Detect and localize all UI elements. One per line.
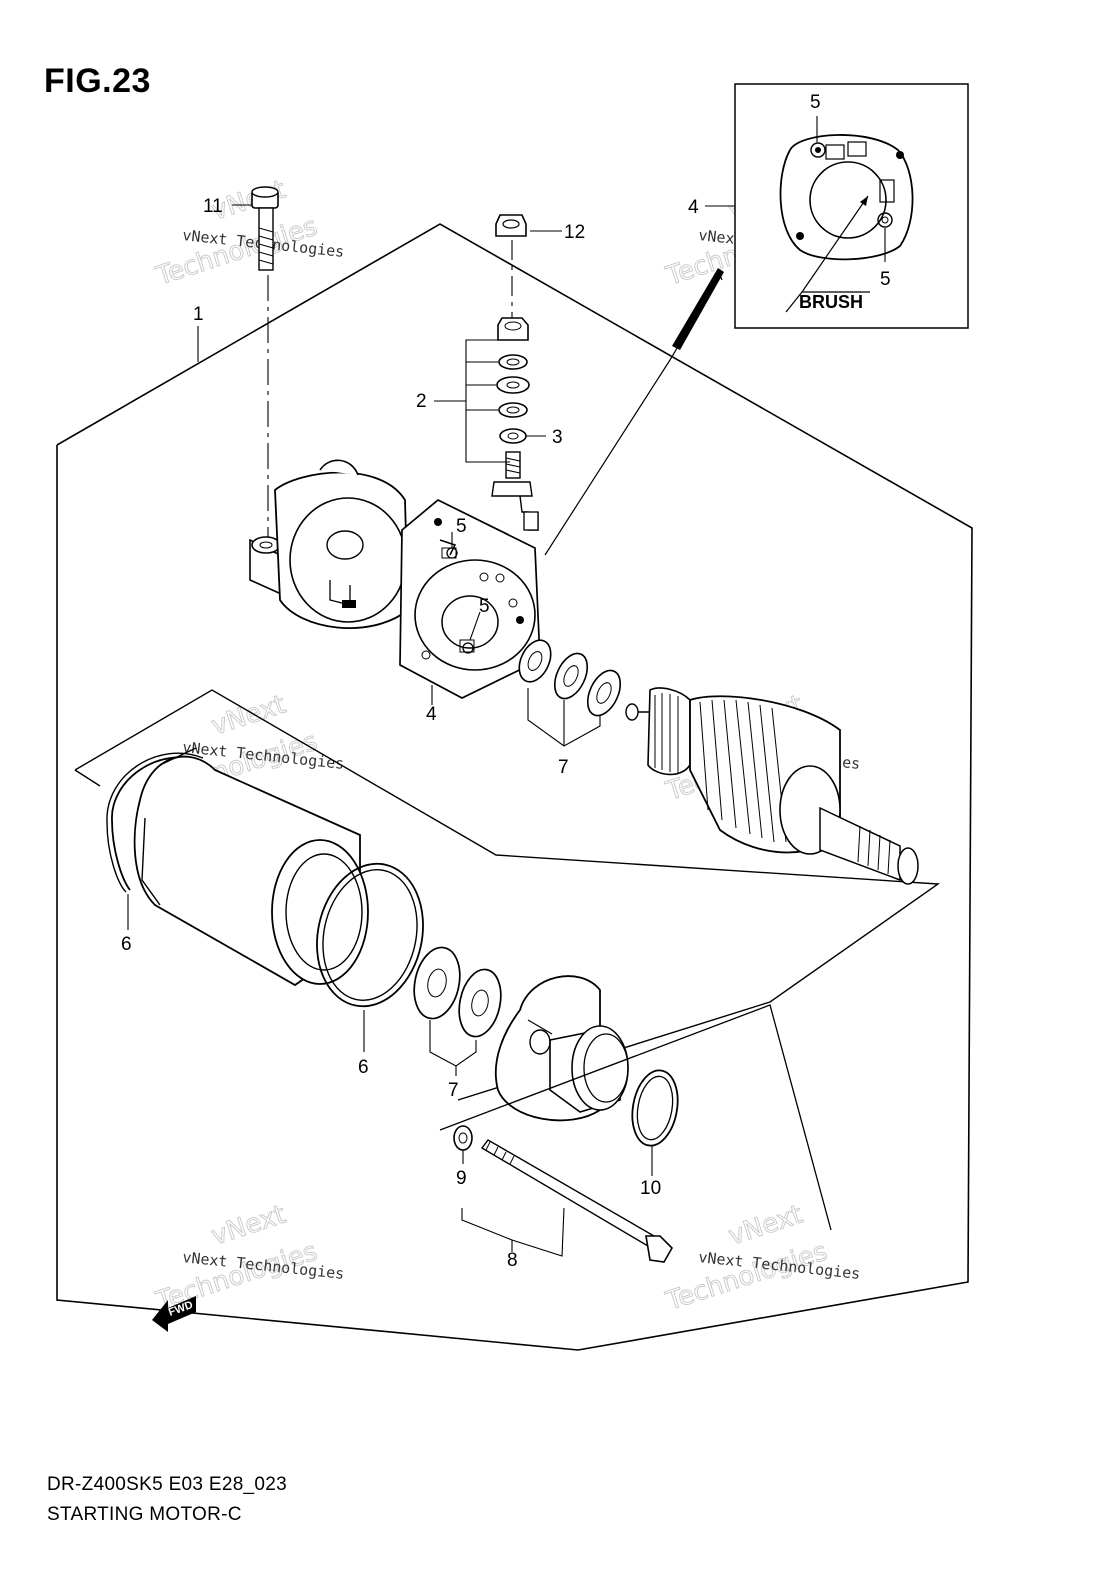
callout-12: 12 <box>564 222 585 243</box>
bottom-assembly-line <box>439 1004 832 1231</box>
front-end-cover <box>494 975 629 1122</box>
callout-3: 3 <box>552 427 563 448</box>
figure-title: FIG.23 <box>44 62 151 100</box>
sub-assembly-outline <box>74 689 941 1101</box>
model-code: DR-Z400SK5 E03 E28_023 <box>47 1474 288 1495</box>
part-2-terminal-set <box>434 317 546 531</box>
svg-text:vNext: vNext <box>725 1200 807 1252</box>
callout-4-inset: 4 <box>688 197 699 218</box>
svg-text:vNext: vNext <box>208 690 290 742</box>
callout-5-inset-bottom: 5 <box>880 269 891 290</box>
callout-5-inset-top: 5 <box>810 92 821 113</box>
part-10-o-ring <box>631 1069 679 1176</box>
callout-8: 8 <box>507 1250 518 1271</box>
callout-6-mid: 6 <box>358 1057 369 1078</box>
part-6-o-ring-mid <box>316 862 424 1052</box>
callout-10: 10 <box>640 1178 661 1199</box>
armature <box>625 687 919 885</box>
watermark-bottom-left: vNext Technologies vNext Technologies <box>151 1199 345 1317</box>
callout-6-left: 6 <box>121 934 132 955</box>
callout-5-main-mid: 5 <box>479 596 490 617</box>
callout-2: 2 <box>416 391 427 412</box>
callout-1: 1 <box>193 304 204 325</box>
callout-7-upper: 7 <box>558 757 569 778</box>
callout-11: 11 <box>203 196 223 217</box>
callout-4-main: 4 <box>426 704 437 725</box>
rear-end-cover <box>249 459 409 629</box>
part-8-through-bolt <box>461 1139 673 1263</box>
part-7-washers-lower <box>413 946 502 1076</box>
brush-label: BRUSH <box>799 292 863 312</box>
part-9-washer <box>453 1125 473 1164</box>
part-4-brush-plate <box>399 498 541 705</box>
watermark-bottom-right: vNext Technologies vNext Technologies <box>661 1199 861 1317</box>
callout-7-lower: 7 <box>448 1080 459 1101</box>
part-12-nut <box>495 214 562 320</box>
svg-text:vNext: vNext <box>208 1200 290 1252</box>
part-7-washers-upper <box>518 639 622 747</box>
yoke-housing <box>133 747 369 987</box>
part-11-bolt <box>232 186 279 540</box>
watermark-top-left: vNext Technologies vNext Technologies <box>151 174 345 292</box>
assembly-outline <box>56 223 973 1351</box>
callout-9: 9 <box>456 1168 467 1189</box>
section-name: STARTING MOTOR-C <box>47 1504 242 1525</box>
brush-inset: BRUSH <box>705 83 969 329</box>
callout-5-main-top: 5 <box>456 516 467 537</box>
